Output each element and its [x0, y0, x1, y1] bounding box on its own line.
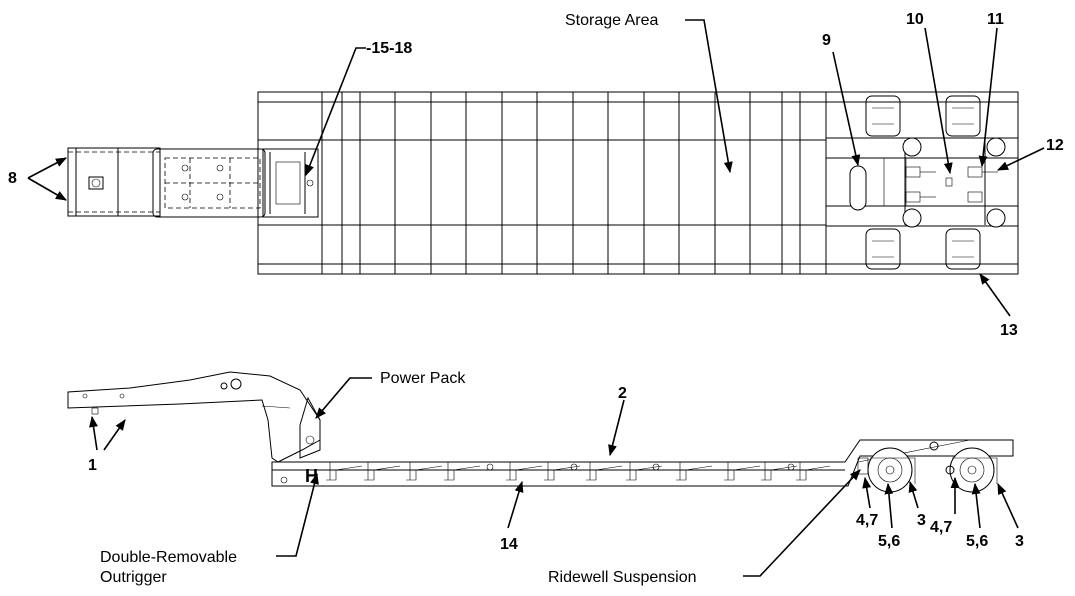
callout-9: 9	[822, 32, 831, 49]
callout-13: 13	[1000, 322, 1018, 339]
double-removable-label-line2: Outrigger	[100, 569, 167, 586]
callout-5-6-a: 5,6	[878, 533, 900, 550]
callout-8: 8	[8, 170, 17, 187]
double-removable-label-line1: Double-Removable	[100, 549, 237, 566]
callout-3-b: 3	[1015, 533, 1024, 550]
callout-4-7-b: 4,7	[930, 519, 952, 536]
deck-top-view	[257, 91, 1019, 275]
callout-12: 12	[1046, 137, 1064, 154]
storage-area-label: Storage Area	[565, 12, 659, 29]
callout-leaders	[27, 19, 1045, 577]
gooseneck-side-view	[67, 371, 321, 463]
axle-group-top-view	[825, 95, 1019, 270]
callout-14: 14	[500, 536, 518, 553]
callout-5-6-b: 5,6	[966, 533, 988, 550]
callout-3-a: 3	[917, 512, 926, 529]
power-pack-label: Power Pack	[380, 370, 466, 387]
callout-10: 10	[906, 11, 924, 28]
callout-labels: Storage Area -15-18 8 9 10 11 12 13 Powe…	[8, 11, 1064, 586]
ridewell-suspension-side-view	[857, 447, 998, 493]
side-view-trailer: H	[67, 371, 1014, 493]
power-pack-top-view	[152, 148, 319, 218]
rear-wheel-2	[949, 447, 995, 493]
ridewell-suspension-label: Ridewell Suspension	[548, 569, 697, 586]
callout-15-18: -15-18	[366, 40, 412, 57]
callout-4-7-a: 4,7	[856, 512, 878, 529]
callout-11: 11	[987, 11, 1004, 28]
callout-2: 2	[618, 385, 627, 402]
outrigger-brackets	[326, 462, 831, 481]
callout-1: 1	[88, 457, 97, 474]
gooseneck-top-view	[67, 147, 161, 217]
top-view-trailer	[67, 91, 1019, 275]
rear-wheel-1	[867, 447, 913, 493]
power-pack-side-view	[299, 396, 321, 459]
